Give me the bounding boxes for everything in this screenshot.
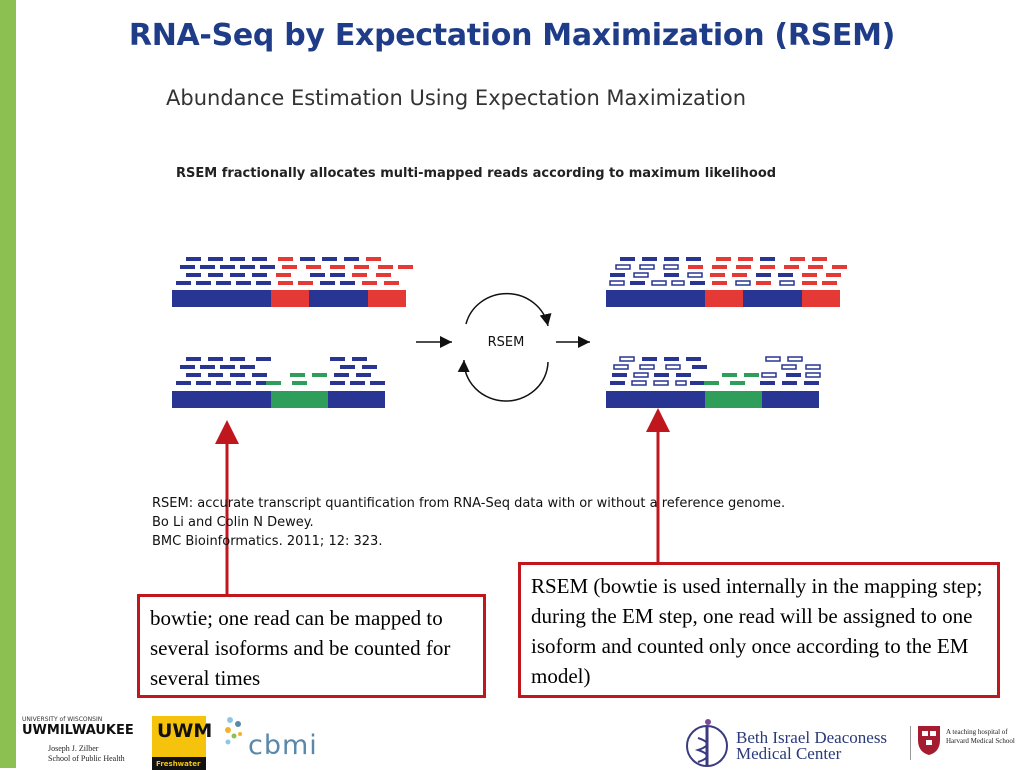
citation-authors: Bo Li and Colin N Dewey. xyxy=(152,515,314,530)
slide-title: RNA-Seq by Expectation Maximization (RSE… xyxy=(128,18,896,53)
cbmi-dots-icon xyxy=(225,717,242,745)
rsem-cycle: RSEM xyxy=(416,292,590,402)
harvard-shield-icon xyxy=(918,726,940,755)
rsem-center-label: RSEM xyxy=(488,335,525,350)
rsem-callout: RSEM (bowtie is used internally in the m… xyxy=(518,562,1000,698)
bidmc-seal-icon xyxy=(686,719,728,767)
citation-journal: BMC Bioinformatics. 2011; 12: 323. xyxy=(152,534,383,549)
right-top-reads xyxy=(606,257,847,307)
harvard-line1: A teaching hospital of xyxy=(946,728,1008,736)
red-arrows xyxy=(215,408,670,594)
bidmc-line2: Medical Center xyxy=(736,744,842,763)
left-bottom-reads xyxy=(172,357,385,408)
citation: RSEM: accurate transcript quantification… xyxy=(152,494,785,551)
uwm-box-text: UWM xyxy=(157,720,213,742)
harvard-line2: Harvard Medical School xyxy=(946,737,1015,745)
footer-logos: UNIVERSITY of WISCONSIN UWMILWAUKEE Jose… xyxy=(0,706,1024,770)
left-top-reads xyxy=(172,257,413,307)
logo-divider xyxy=(910,726,911,760)
diagram-caption: RSEM fractionally allocates multi-mapped… xyxy=(176,166,777,181)
bidmc-line1: Beth Israel Deaconess xyxy=(736,728,888,747)
freshwater-text: Freshwater xyxy=(156,760,201,768)
zilber-line1: Joseph J. Zilber xyxy=(48,744,99,753)
right-bottom-reads xyxy=(606,356,821,408)
accent-bar xyxy=(0,0,16,768)
uwm-freshwater-logo: UWM Freshwater xyxy=(152,716,212,770)
citation-title: RSEM: accurate transcript quantification… xyxy=(152,496,786,511)
uwm-small-text: UNIVERSITY of WISCONSIN xyxy=(22,716,103,723)
bowtie-callout: bowtie; one read can be mapped to severa… xyxy=(137,594,486,698)
uwm-logo-text: UWMILWAUKEE xyxy=(22,723,134,738)
cbmi-logo-text: cbmi xyxy=(248,730,318,761)
slide-subtitle: Abundance Estimation Using Expectation M… xyxy=(166,86,747,110)
zilber-line2: School of Public Health xyxy=(48,754,125,763)
